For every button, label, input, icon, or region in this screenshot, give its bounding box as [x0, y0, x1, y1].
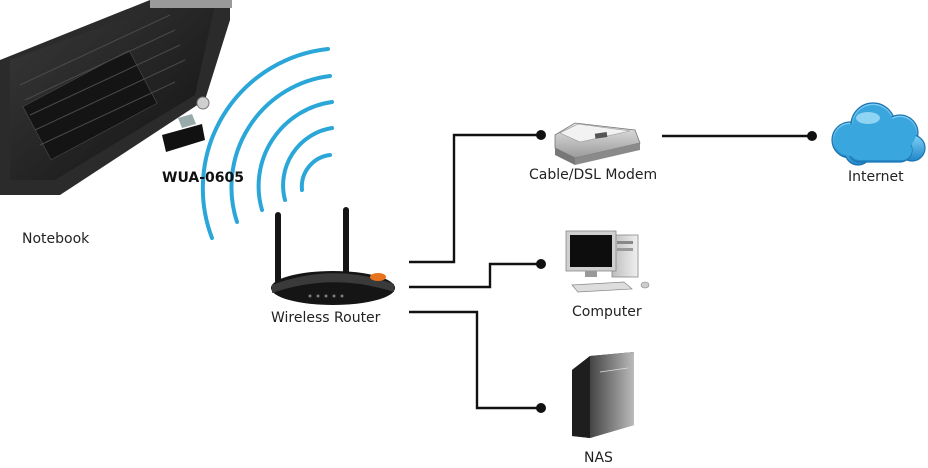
computer-icon — [565, 230, 650, 293]
nas-label: NAS — [584, 450, 613, 466]
wifi-signal-icon — [200, 47, 334, 240]
modem-connector-dot — [536, 130, 546, 140]
internet-label: Internet — [848, 169, 904, 185]
nas-connector-dot — [536, 403, 546, 413]
usb-adapter-icon — [162, 114, 205, 152]
connection-lines — [409, 133, 812, 410]
router-icon — [271, 207, 395, 305]
computer-label: Computer — [572, 304, 642, 320]
notebook-label: Notebook — [22, 231, 90, 247]
cloud-icon — [831, 102, 926, 166]
modem-label: Cable/DSL Modem — [529, 167, 658, 183]
internet-connector-dot — [807, 131, 817, 141]
router-label: Wireless Router — [271, 310, 381, 326]
adapter-label: WUA-0605 — [162, 170, 244, 186]
router-modem-line — [409, 133, 540, 264]
router-nas-line — [409, 310, 540, 410]
notebook-icon — [0, 0, 232, 195]
router-computer-line — [409, 262, 540, 289]
computer-connector-dot — [536, 259, 546, 269]
modem-icon — [554, 122, 641, 165]
nas-icon — [572, 352, 634, 438]
